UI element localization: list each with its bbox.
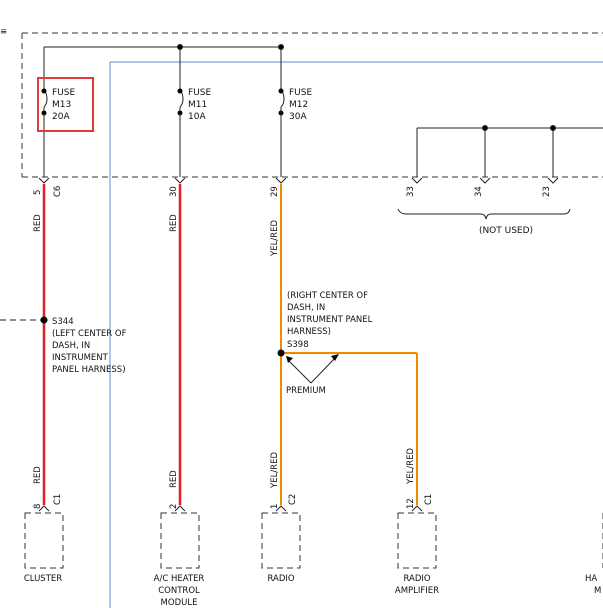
wire-color-label: YEL/RED bbox=[270, 220, 280, 257]
panel-border bbox=[109, 61, 603, 608]
pin-number: 23 bbox=[542, 186, 552, 197]
component-name: RADIO bbox=[267, 574, 294, 584]
splice-s398: (RIGHT CENTER OF DASH, IN INSTRUMENT PAN… bbox=[277, 291, 373, 396]
edge-mark: ≡ bbox=[0, 27, 7, 37]
connector-id: C1 bbox=[424, 494, 434, 505]
pin-number: 34 bbox=[474, 186, 484, 197]
pin-number: 5 bbox=[33, 190, 43, 195]
component-name: HA bbox=[585, 574, 597, 584]
splice-id: S398 bbox=[287, 340, 309, 350]
fuse-id: M13 bbox=[52, 100, 71, 110]
fuse-box-outline bbox=[21, 32, 603, 178]
fuse-rating: 10A bbox=[188, 112, 206, 122]
wire-color-label: RED bbox=[33, 466, 43, 484]
splice-location: DASH, IN bbox=[52, 341, 90, 351]
pin-number: 1 bbox=[270, 504, 280, 509]
bottom-connector-pins bbox=[38, 505, 423, 512]
wire-color-label: RED bbox=[169, 470, 179, 488]
fuse-label: FUSE bbox=[188, 88, 211, 98]
component-name: MODULE bbox=[161, 598, 198, 608]
component-name: CLUSTER bbox=[24, 574, 62, 584]
not-used-label: (NOT USED) bbox=[479, 226, 533, 236]
splice-location: INSTRUMENT PANEL bbox=[287, 315, 373, 325]
fuse-m11: FUSE M11 10A bbox=[177, 88, 211, 177]
connector-id: C6 bbox=[53, 186, 63, 197]
pin-number: 12 bbox=[406, 498, 416, 509]
splice-location: (RIGHT CENTER OF bbox=[287, 291, 368, 301]
wire-color-label: YEL/RED bbox=[406, 448, 416, 485]
splice-location: DASH, IN bbox=[287, 303, 325, 313]
fuse-m12: FUSE M12 30A bbox=[278, 88, 312, 177]
wire-color-label: RED bbox=[33, 214, 43, 232]
cluster-box bbox=[24, 512, 64, 569]
component-name: RADIO bbox=[403, 574, 430, 584]
pin-number: 2 bbox=[169, 504, 179, 509]
fuse-m13: FUSE M13 20A bbox=[37, 77, 94, 177]
connector-id: C1 bbox=[53, 494, 63, 505]
pin-number: 29 bbox=[270, 186, 280, 197]
ac-heater-box bbox=[160, 512, 200, 569]
component-name: A/C HEATER bbox=[154, 574, 205, 584]
wire-color-label: YEL/RED bbox=[270, 452, 280, 489]
fuse-rating: 20A bbox=[52, 112, 70, 122]
connector-id: C2 bbox=[288, 494, 298, 505]
orange-wires bbox=[280, 184, 418, 505]
unused-bus bbox=[416, 125, 603, 177]
not-used-bracket bbox=[397, 208, 571, 220]
top-connector-pins bbox=[38, 177, 559, 184]
wire-color-label: RED bbox=[169, 214, 179, 232]
component-boxes bbox=[24, 512, 603, 569]
splice-location: (LEFT CENTER OF bbox=[52, 329, 127, 339]
radio-box bbox=[261, 512, 301, 569]
fuse-label: FUSE bbox=[289, 88, 312, 98]
amplifier-box bbox=[397, 512, 437, 569]
splice-location: HARNESS) bbox=[287, 327, 331, 337]
fuse-rating: 30A bbox=[289, 112, 307, 122]
variant-label: PREMIUM bbox=[286, 386, 326, 396]
highlight-box bbox=[37, 77, 94, 132]
splice-id: S344 bbox=[52, 317, 74, 327]
splice-s344: S344 (LEFT CENTER OF DASH, IN INSTRUMENT… bbox=[0, 316, 127, 375]
component-name: M bbox=[594, 586, 601, 596]
pin-number: 8 bbox=[33, 504, 43, 509]
pin-number: 30 bbox=[169, 186, 179, 197]
splice-location: INSTRUMENT bbox=[52, 353, 109, 363]
fuse-label: FUSE bbox=[52, 88, 75, 98]
fuse-id: M11 bbox=[188, 100, 207, 110]
component-name: CONTROL bbox=[158, 586, 200, 596]
splice-location: PANEL HARNESS) bbox=[52, 365, 126, 375]
bus-bar bbox=[43, 44, 284, 90]
pin-number: 33 bbox=[406, 186, 416, 197]
fuse-id: M12 bbox=[289, 100, 308, 110]
component-name: AMPLIFIER bbox=[395, 586, 439, 596]
